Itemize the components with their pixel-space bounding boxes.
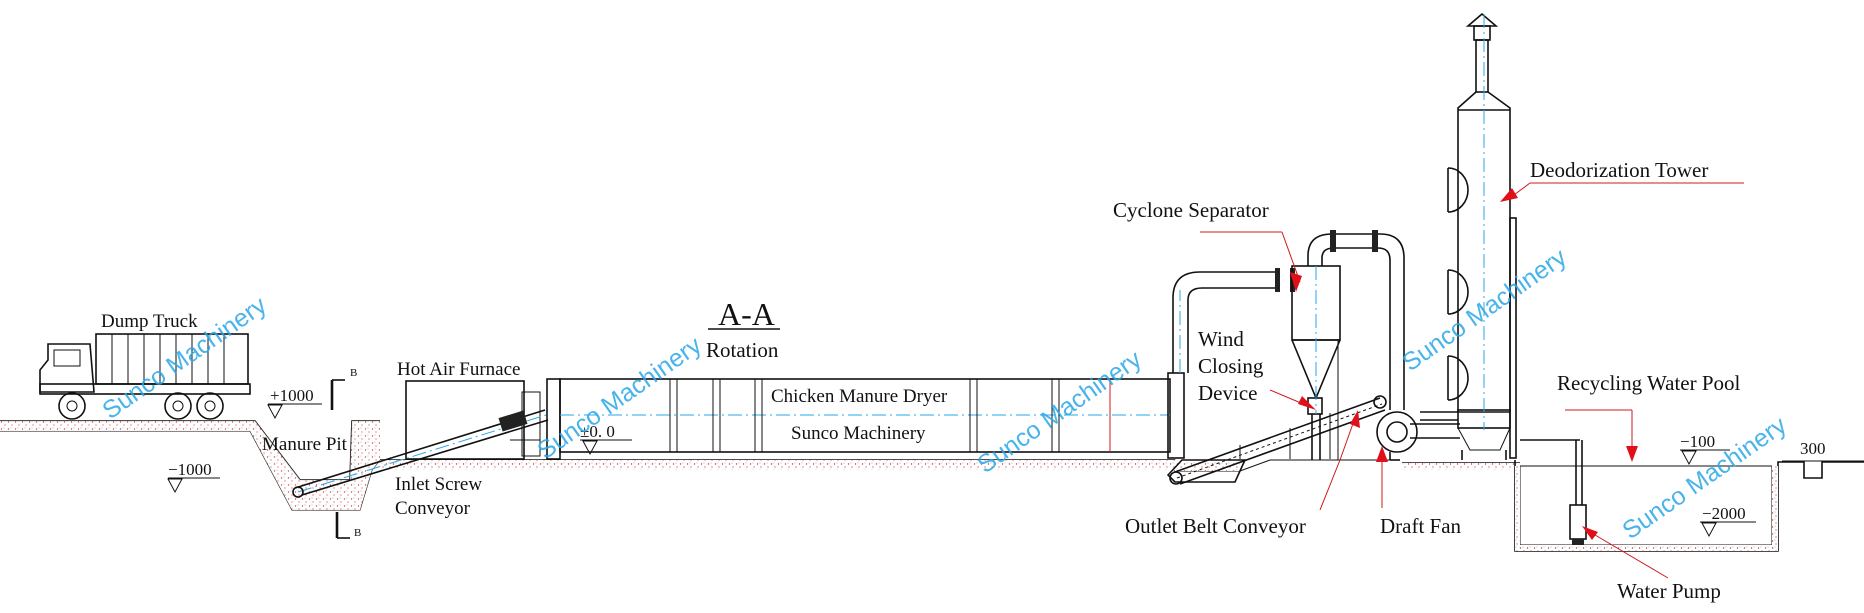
elevation-zero: ±0. 0 <box>580 422 632 456</box>
dryer-label-2: Sunco Machinery <box>791 423 926 444</box>
watermark-5: Sunco Machinery <box>1617 411 1792 545</box>
section-mark-b-top: B <box>330 367 357 410</box>
draft-fan <box>1376 411 1460 460</box>
dump-truck-label: Dump Truck <box>101 311 198 332</box>
watermark-2: Sunco Machinery <box>532 331 707 465</box>
manure-pit-label: Manure Pit <box>262 434 348 455</box>
ground-section <box>0 420 1864 552</box>
wind-closing-label-3: Device <box>1198 381 1257 405</box>
dump-truck <box>39 333 251 420</box>
inlet-conveyor-label-2: Conveyor <box>395 498 471 519</box>
leader-lines <box>1200 182 1744 579</box>
elevation-plus-1000: +1000 <box>267 386 322 420</box>
recycling-water-pool-label: Recycling Water Pool <box>1557 371 1741 395</box>
svg-text:±0. 0: ±0. 0 <box>580 422 615 441</box>
dryer-label-1: Chicken Manure Dryer <box>771 386 948 407</box>
inlet-conveyor-label-1: Inlet Screw <box>395 474 482 495</box>
svg-text:300: 300 <box>1800 439 1826 458</box>
wind-closing-label-2: Closing <box>1198 354 1264 378</box>
watermark-4: Sunco Machinery <box>1397 243 1572 377</box>
svg-text:−1000: −1000 <box>168 460 212 479</box>
svg-text:−2000: −2000 <box>1702 504 1746 523</box>
draft-fan-label: Draft Fan <box>1380 514 1462 538</box>
inlet-screw-conveyor <box>292 409 549 498</box>
svg-text:+1000: +1000 <box>270 386 314 405</box>
outlet-belt-conveyor-label: Outlet Belt Conveyor <box>1125 514 1306 538</box>
section-title: A-A <box>718 296 775 332</box>
elevation-minus-2000: −2000 <box>1700 504 1756 538</box>
section-subtitle: Rotation <box>706 338 779 362</box>
dimension-300: 300 <box>1782 439 1864 462</box>
water-pump <box>1520 439 1587 545</box>
svg-text:−100: −100 <box>1680 432 1715 451</box>
elevation-minus-100: −100 <box>1680 432 1730 466</box>
svg-text:B: B <box>350 367 357 379</box>
outlet-belt-conveyor <box>1166 395 1387 485</box>
section-mark-b-bottom: B <box>335 512 361 539</box>
deodorization-tower <box>1420 12 1517 460</box>
deodorization-tower-label: Deodorization Tower <box>1530 158 1708 182</box>
cyclone-separator-label: Cyclone Separator <box>1113 198 1269 222</box>
water-pump-label: Water Pump <box>1617 579 1721 603</box>
watermark-3: Sunco Machinery <box>972 345 1147 479</box>
hot-air-furnace-label: Hot Air Furnace <box>397 359 520 380</box>
elevation-minus-1000: −1000 <box>167 460 220 494</box>
wind-closing-label-1: Wind <box>1198 327 1244 351</box>
svg-text:B: B <box>354 527 361 539</box>
rotary-dryer <box>510 372 1185 460</box>
